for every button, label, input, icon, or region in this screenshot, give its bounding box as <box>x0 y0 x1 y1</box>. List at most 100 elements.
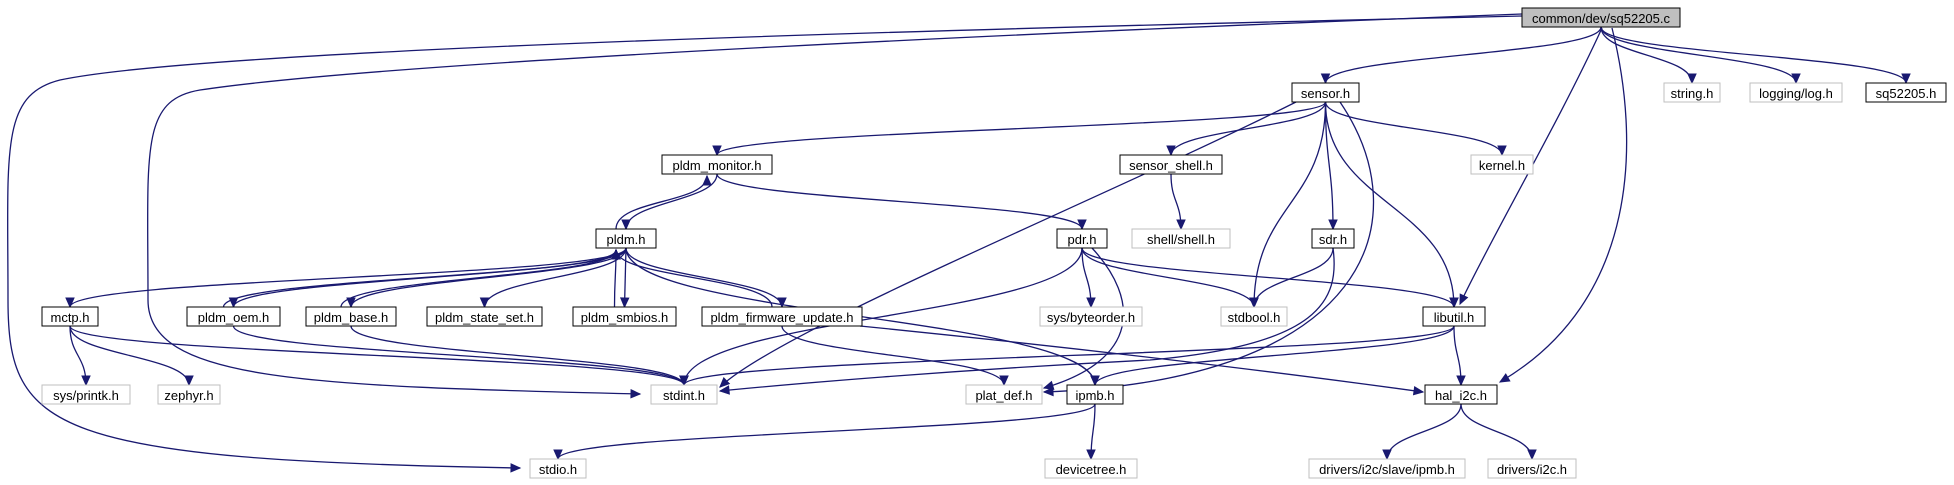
node-label: sys/printk.h <box>53 388 119 403</box>
edge-root-to-string <box>1600 26 1697 85</box>
node-stdbool: stdbool.h <box>1220 306 1288 327</box>
node-box <box>1131 228 1231 249</box>
edge-pldm-to-pldm_smbios <box>619 247 630 309</box>
node-label: string.h <box>1671 86 1714 101</box>
node-pdr[interactable]: pdr.h <box>1056 228 1108 249</box>
node-box <box>1044 458 1138 479</box>
node-label: drivers/i2c/slave/ipmb.h <box>1319 462 1455 477</box>
edge-root-to-libutil <box>1459 27 1603 306</box>
edge-pldm_monitor-to-pdr <box>716 173 1087 231</box>
edge-mctp-to-stdint <box>69 325 689 387</box>
node-plat-def: plat_def.h <box>965 384 1043 405</box>
node-box <box>1220 306 1288 327</box>
edge-mctp-to-printk <box>69 325 91 387</box>
node-logging: logging/log.h <box>1749 82 1843 103</box>
node-label: sensor.h <box>1301 86 1350 101</box>
node-label: shell/shell.h <box>1147 232 1215 247</box>
node-pldm-state-set[interactable]: pldm_state_set.h <box>426 306 543 327</box>
node-box <box>157 384 221 405</box>
node-box <box>1039 306 1143 327</box>
edge-pldm_monitor-to-pldm <box>621 173 718 231</box>
node-stdint: stdint.h <box>650 384 718 405</box>
edge-root-to-sq52205 <box>1600 26 1911 85</box>
node-box <box>650 384 718 405</box>
node-label: devicetree.h <box>1056 462 1127 477</box>
node-pldm-monitor[interactable]: pldm_monitor.h <box>661 154 773 175</box>
node-label: zephyr.h <box>164 388 213 403</box>
node-label: drivers/i2c.h <box>1497 462 1567 477</box>
edge-pdr-to-byteorder <box>1081 247 1096 309</box>
edge-root-to-stdint <box>147 13 1523 399</box>
edge-hal_i2c-to-i2c_drv <box>1460 403 1537 461</box>
node-box <box>41 384 131 405</box>
edge-sdr-to-stdbool <box>1249 247 1334 309</box>
node-ipmb[interactable]: ipmb.h <box>1066 384 1124 405</box>
node-box <box>965 384 1043 405</box>
node-pldm-smbios[interactable]: pldm_smbios.h <box>572 306 677 327</box>
node-box <box>305 306 397 327</box>
edge-pldm-to-pldm_monitor <box>615 174 712 230</box>
node-printk: sys/printk.h <box>41 384 131 405</box>
node-label: sensor_shell.h <box>1129 158 1213 173</box>
node-label: pldm_firmware_update.h <box>710 310 853 325</box>
edge-sensor_shell-to-shell <box>1170 173 1186 231</box>
node-label: kernel.h <box>1479 158 1525 173</box>
node-label: stdbool.h <box>1228 310 1281 325</box>
node-label: sq52205.h <box>1876 86 1937 101</box>
node-label: pldm_base.h <box>314 310 388 325</box>
node-byteorder: sys/byteorder.h <box>1039 306 1143 327</box>
edge-libutil-to-hal_i2c <box>1453 325 1466 387</box>
node-box <box>1521 7 1681 28</box>
edge-sensor-to-stdint <box>719 101 1297 388</box>
edge-sensor-to-kernel <box>1324 101 1507 157</box>
node-kernel: kernel.h <box>1470 154 1534 175</box>
node-box <box>1865 82 1947 103</box>
node-sensor-shell[interactable]: sensor_shell.h <box>1119 154 1223 175</box>
edge-pldm_oem-to-stdint <box>232 325 689 387</box>
node-label: logging/log.h <box>1759 86 1833 101</box>
node-shell: shell/shell.h <box>1131 228 1231 249</box>
edge-ipmb-to-devicetree <box>1086 403 1096 461</box>
node-box <box>186 306 281 327</box>
edge-sensor-to-stdbool <box>1249 101 1327 309</box>
edge-pdr-to-plat_def <box>1042 247 1125 390</box>
node-box <box>1066 384 1124 405</box>
node-string: string.h <box>1663 82 1721 103</box>
node-box <box>1056 228 1108 249</box>
node-label: sys/byteorder.h <box>1047 310 1135 325</box>
node-label: pldm_monitor.h <box>673 158 762 173</box>
node-sdr[interactable]: sdr.h <box>1311 228 1355 249</box>
node-pldm-base[interactable]: pldm_base.h <box>305 306 397 327</box>
node-ipmb-drv: drivers/i2c/slave/ipmb.h <box>1308 458 1466 479</box>
node-hal-i2c[interactable]: hal_i2c.h <box>1424 384 1498 405</box>
node-libutil[interactable]: libutil.h <box>1422 306 1486 327</box>
node-box <box>1424 384 1498 405</box>
node-box <box>1119 154 1223 175</box>
node-label: ipmb.h <box>1075 388 1114 403</box>
edge-mctp-to-zephyr <box>69 325 194 387</box>
node-label: sdr.h <box>1319 232 1347 247</box>
edge-pldm_fw-to-hal_i2c <box>859 325 1425 396</box>
file-nodes: common/dev/sq52205.c sensor.h string.h logg… <box>41 7 1947 479</box>
node-box <box>701 306 863 327</box>
edge-root-to-hal_i2c <box>1498 27 1628 383</box>
node-pldm[interactable]: pldm.h <box>595 228 657 249</box>
node-zephyr: zephyr.h <box>157 384 221 405</box>
node-box <box>41 306 99 327</box>
node-label: hal_i2c.h <box>1435 388 1487 403</box>
node-box <box>595 228 657 249</box>
node-root[interactable]: common/dev/sq52205.c <box>1521 7 1681 28</box>
node-sq52205[interactable]: sq52205.h <box>1865 82 1947 103</box>
edge-sdr-to-stdint <box>718 247 1335 395</box>
node-pldm-oem[interactable]: pldm_oem.h <box>186 306 281 327</box>
node-box <box>1749 82 1843 103</box>
node-mctp[interactable]: mctp.h <box>41 306 99 327</box>
node-stdio: stdio.h <box>529 458 587 479</box>
node-pldm-fw[interactable]: pldm_firmware_update.h <box>701 306 863 327</box>
node-label: pldm_oem.h <box>198 310 270 325</box>
node-sensor[interactable]: sensor.h <box>1291 82 1360 103</box>
node-box <box>1470 154 1534 175</box>
node-box <box>529 458 587 479</box>
node-box <box>661 154 773 175</box>
node-box <box>1487 458 1577 479</box>
